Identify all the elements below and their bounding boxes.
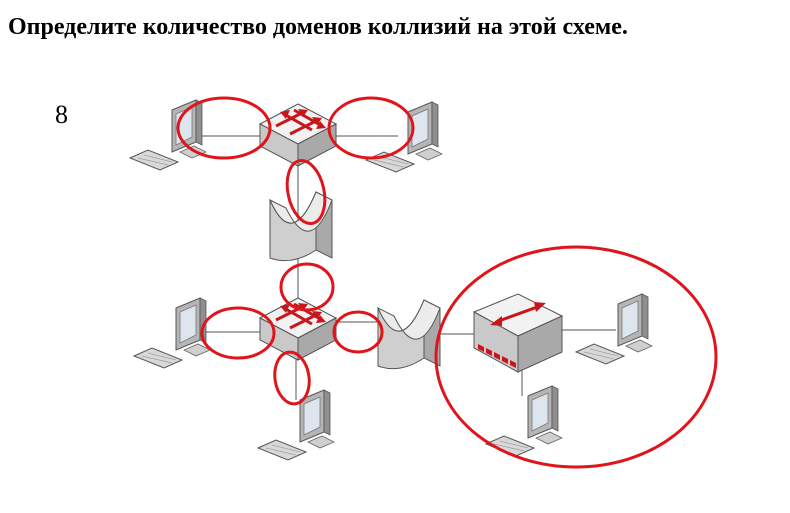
computer-hub-bottom [485,385,563,457]
computer-bottom-left [133,297,211,369]
collision-domain-mark [285,158,327,226]
question-title: Определите количество доменов коллизий н… [8,14,628,40]
collision-domain-mark [273,350,311,406]
computer-hub-right [575,293,653,365]
collision-domain-marks [176,96,718,469]
computer-top-left [129,99,207,171]
computer-bottom [257,389,335,461]
switch-top [258,102,338,168]
hub [472,293,564,373]
collision-domain-mark [200,306,276,360]
answer-text: 8 [55,100,68,129]
collision-domain-mark [279,262,335,312]
bridge-horizontal [377,299,441,370]
bridge-vertical [269,191,333,262]
collision-domain-mark [327,96,415,160]
collision-domain-mark [434,245,718,469]
collision-domain-mark [176,96,272,160]
computer-top-right [365,101,443,173]
collision-domain-mark [332,310,384,354]
